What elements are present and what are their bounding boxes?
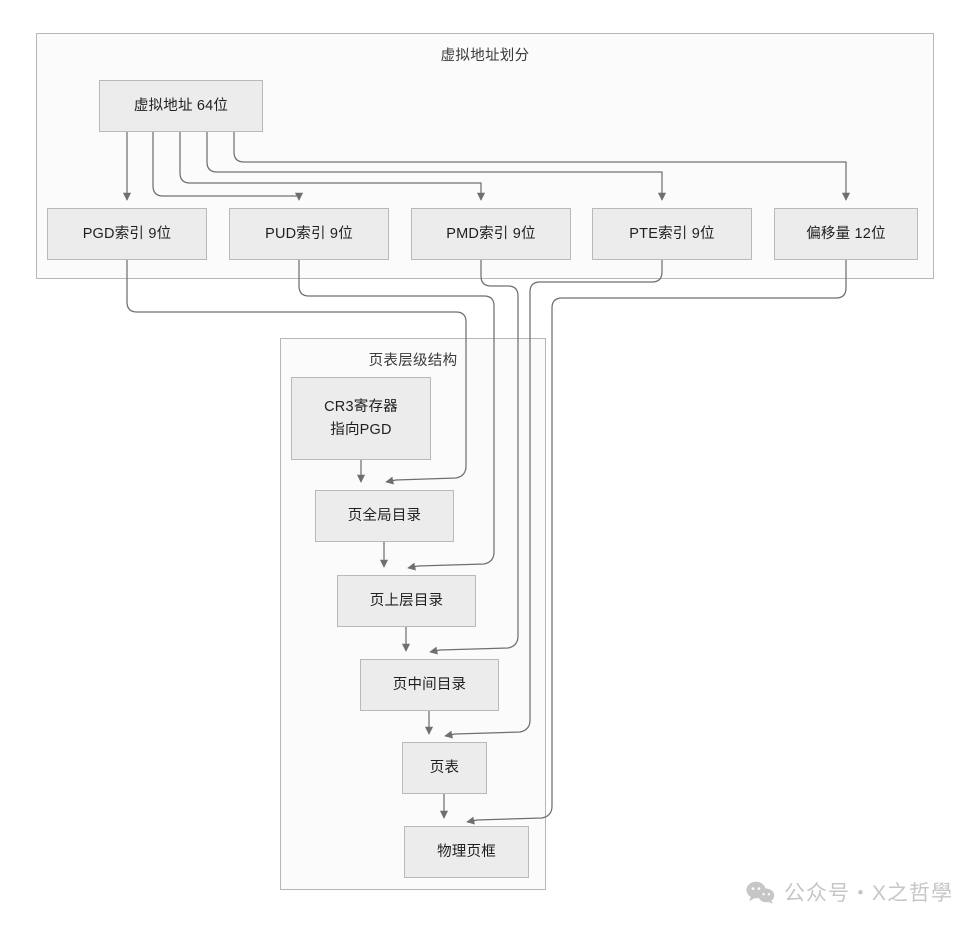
node-label-line: 页中间目录 [392,676,467,693]
node-label-line: PTE索引 9位 [629,225,715,242]
node-label-line: 虚拟地址 64位 [133,97,229,114]
node-label-line: PMD索引 9位 [446,225,536,242]
node-label-line: CR3寄存器 [324,399,398,416]
node-label-line: PGD索引 9位 [82,225,172,242]
node-physical-page-frame[interactable]: 物理页框 [404,826,529,878]
node-label-line: 页上层目录 [369,592,444,609]
node-page-table[interactable]: 页表 [402,742,487,794]
node-pgd-index[interactable]: PGD索引 9位 [47,208,207,260]
node-cr3-register[interactable]: CR3寄存器指向PGD [291,377,431,460]
node-label-line: 物理页框 [437,843,496,860]
group-title-page-table-hierarchy: 页表层级结构 [368,353,458,369]
node-page-global-directory[interactable]: 页全局目录 [315,490,454,542]
watermark-text: 公众号・X之哲學 [783,882,953,905]
wechat-icon [746,881,775,904]
node-label-line: 指向PGD [330,421,392,438]
node-label-line: PUD索引 9位 [265,225,353,242]
node-pud-index[interactable]: PUD索引 9位 [229,208,389,260]
node-label-line: 页全局目录 [347,507,422,524]
node-virtual-address[interactable]: 虚拟地址 64位 [99,80,263,132]
node-label-line: 页表 [429,759,460,776]
watermark: 公众号・X之哲學 [746,877,953,907]
node-label-line: 偏移量 12位 [806,225,886,242]
group-title-virtual-address-partition: 虚拟地址划分 [440,48,530,64]
node-offset[interactable]: 偏移量 12位 [774,208,918,260]
node-pmd-index[interactable]: PMD索引 9位 [411,208,571,260]
node-page-middle-directory[interactable]: 页中间目录 [360,659,499,711]
node-pte-index[interactable]: PTE索引 9位 [592,208,752,260]
node-page-upper-directory[interactable]: 页上层目录 [337,575,476,627]
